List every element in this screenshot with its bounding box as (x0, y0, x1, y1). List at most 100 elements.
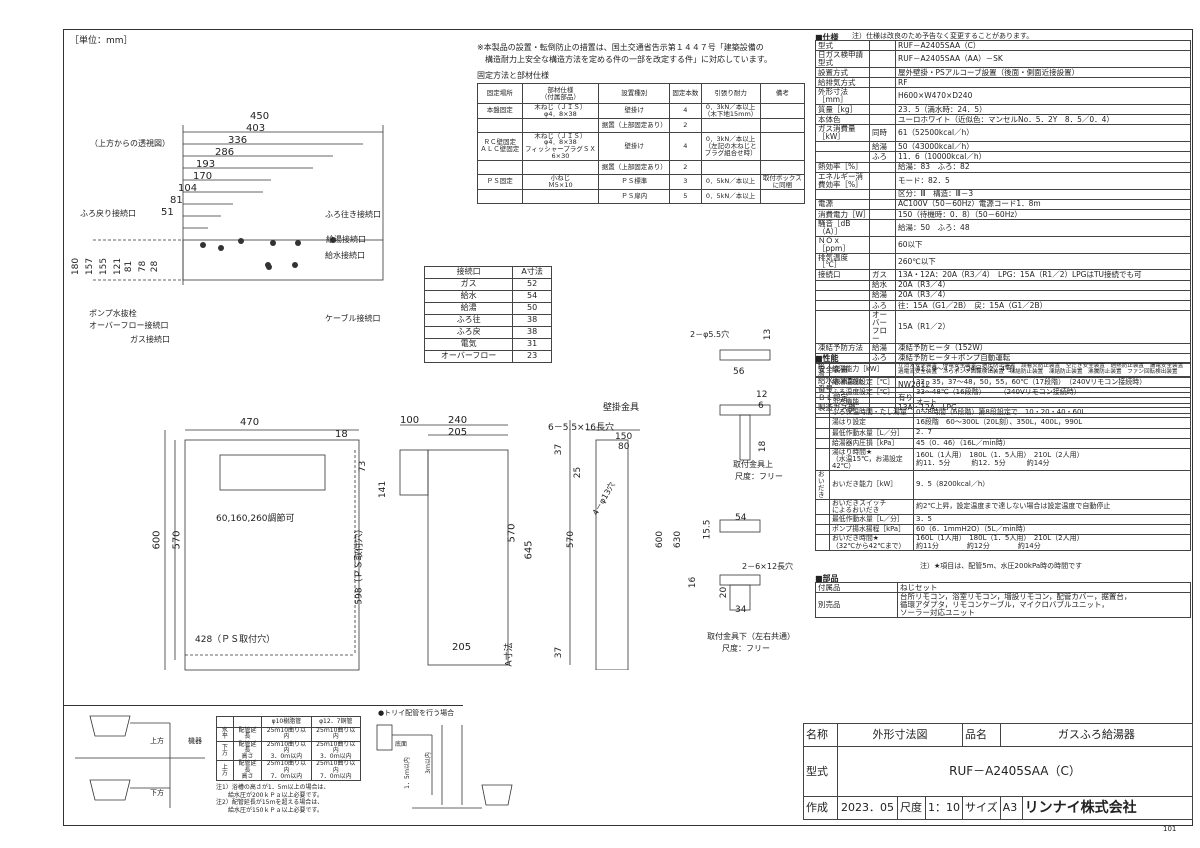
part1-6: 6 (758, 401, 764, 411)
bracket-title: 壁掛金具 (603, 403, 640, 413)
tb-scale-value: 1：10 (925, 796, 963, 820)
fixing-cell: 0．5kN／本以上 (700, 173, 761, 190)
perf-key: ふろ機能 (829, 396, 914, 409)
top-height-dim: 81 (124, 260, 135, 273)
parts-key: 別売品 (815, 592, 898, 618)
perf-group: おいだき (815, 470, 830, 500)
bracket-150: 150 (615, 432, 633, 442)
perf-group (815, 534, 830, 551)
perf-value: 16段階 60～300L（20L刻）、350L，400L，990L (913, 417, 1191, 429)
part2-15: 15.5 (702, 519, 713, 540)
a-table-cell: オーバーフロー (423, 350, 514, 363)
small-parts-drawing (719, 349, 771, 611)
pipe-cell: 25ｍ10曲り以内 (261, 727, 312, 742)
tb-company: リンナイ株式会社 (1021, 796, 1194, 820)
parts-title: ■部品 (815, 574, 839, 583)
spec-sub: ガス (869, 269, 896, 281)
front-height-570: 570 (171, 530, 183, 550)
perf-key: 湯はり時間★ （水温15℃，お湯設定42℃） (829, 447, 914, 472)
spec-sub (869, 208, 896, 221)
a-table-cell: 31 (512, 338, 552, 351)
pipe-note-line: 給水圧が150ｋＰａ以上必要です。 (216, 806, 323, 814)
spec-value: RUF－A2405SAA（C） (895, 39, 1191, 52)
fixing-cell (759, 103, 806, 119)
top-width-dim: 403 (246, 123, 266, 134)
pipe-header (232, 716, 263, 728)
fixing-cell: ＲＣ壁固定 ＡＬＣ壁固定 (477, 131, 523, 161)
spec-key: 熱効率［%］ (815, 161, 870, 173)
perf-group: 給湯 (815, 362, 830, 378)
pipe-cell: 25ｍ10曲り以内 3．0ｍ以内 (261, 740, 312, 762)
top-height-dim: 78 (138, 260, 149, 273)
fixing-cell (521, 117, 600, 133)
spec-sub (869, 219, 896, 237)
spec-key: 電源 (815, 198, 870, 210)
side-240: 240 (448, 415, 468, 426)
fixing-cell: 本盤固定 (477, 103, 523, 119)
perf-value: 2．7 (913, 427, 1191, 439)
pipe-label-unit: 機器 (188, 737, 202, 745)
parts-key: 付属品 (815, 581, 898, 594)
top-height-dim: 121 (113, 257, 124, 276)
side-645: 645 (523, 540, 535, 560)
perf-value: 60（6．1mmH2O）（5L／min時） (913, 523, 1191, 536)
a-table-cell: ガス (423, 278, 514, 291)
note-line-2: 構造耐力上安全な構造方法を定める件の一部を改定する件」に対応しています。 (477, 55, 772, 64)
part1-13: 13 (763, 328, 774, 341)
front-ps-width: 428（ＰＳ取付穴） (195, 635, 276, 645)
spec-value: 11．6（10000kcal／h） (895, 151, 1191, 163)
spec-value: ユーロホワイト（近似色：マンセルNo．5．2Y 8．5／0．4） (895, 114, 1191, 126)
perf-group (815, 427, 830, 439)
fixing-cell: 木ねじ（ＪＩＳ） φ4．8×38 フィッシャープラグＳＸ 6×30 (521, 131, 600, 161)
a-table-cell: 23 (512, 350, 552, 363)
spec-key: ＮＯｘ［ppm］ (815, 235, 870, 254)
spec-sub: ふろ (869, 151, 896, 163)
piping-area (63, 705, 463, 826)
spec-key: エネルギー消費効率［%］ (815, 171, 870, 190)
tb-size-value: A3 (999, 796, 1023, 820)
perf-group (815, 447, 830, 472)
fixing-cell: 0．5kN／本以上 (700, 188, 761, 204)
spec-value: 給湯：50 ふろ：48 (895, 219, 1191, 237)
pipe-header (216, 716, 234, 728)
top-height-dim: 28 (150, 260, 161, 273)
pipe-cell: 配管延長 高さ (232, 740, 263, 762)
trap-15: 1．5ｍ以内 (403, 757, 411, 789)
top-width-dim: 336 (228, 135, 248, 146)
spec-key: 質量［kg］ (815, 104, 870, 116)
spec-key (815, 310, 870, 344)
a-table-cell: 給水 (423, 290, 514, 303)
pipe-cell: 25ｍ10曲り以内 3．0ｍ以内 (310, 740, 362, 762)
top-width-dim: 170 (193, 171, 213, 182)
spec-key: 凍結予防方法 (815, 342, 870, 354)
tb-name-label: 名称 (803, 723, 838, 747)
spec-value: 給湯：83 ふろ：82 (895, 161, 1191, 173)
bracket-570: 570 (566, 530, 577, 549)
front-height-600: 600 (151, 530, 163, 550)
part1-18: 18 (758, 440, 769, 453)
pipe-cell: 水平 (216, 727, 234, 742)
drawing-frame (63, 29, 1193, 826)
perf-key: 給湯能力［kW］ (829, 362, 914, 378)
top-height-dim: 157 (85, 257, 96, 276)
bracket-drawing (569, 420, 640, 670)
spec-value: 20A（R3／4） (895, 279, 1191, 291)
spec-value: AC100V（50－60Hz）電源コード1．8m (895, 198, 1191, 210)
fixing-header: 固定本数 (669, 83, 702, 104)
trap-title: ●トリイ配管を行う場合 (378, 709, 455, 717)
spec-key: 設置方式 (815, 66, 870, 79)
spec-title: ■仕様 (815, 33, 839, 42)
part1-12: 12 (756, 390, 768, 400)
part1-title: 取付金具上 (733, 460, 773, 469)
perf-group (815, 437, 830, 449)
spec-sub (869, 50, 896, 68)
fixing-title: 固定方法と部材仕様 (477, 71, 549, 80)
fixing-header: 固定場所 (477, 83, 523, 104)
fixing-cell (759, 131, 806, 161)
spec-value: RF (895, 77, 1191, 89)
a-table-cell: 電気 (423, 338, 514, 351)
pipe-cell: 配管延長 (232, 727, 263, 742)
fixing-cell (477, 188, 523, 204)
